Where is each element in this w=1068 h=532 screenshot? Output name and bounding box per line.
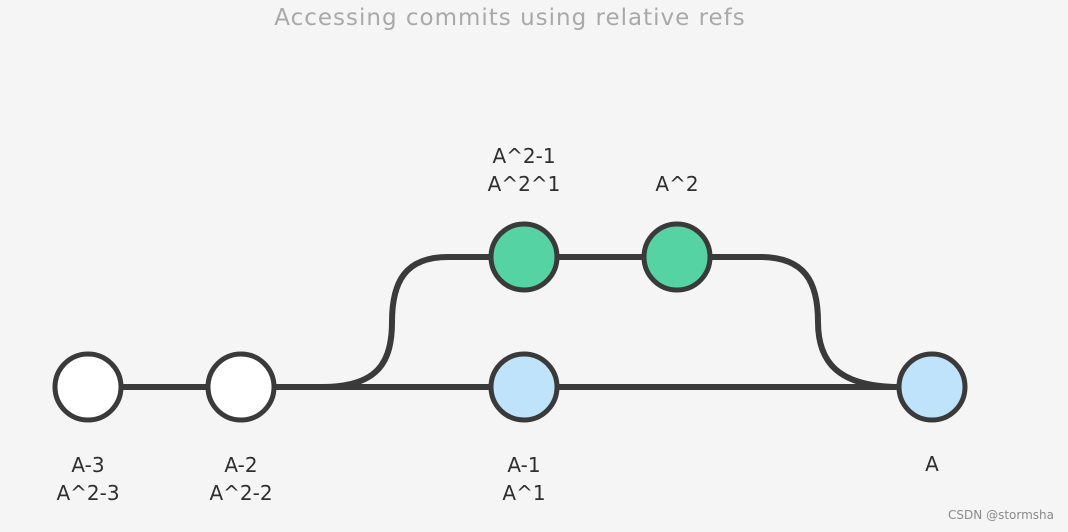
label-a-1: A-1 A^1 — [502, 453, 546, 505]
commit-node-a-1 — [488, 351, 560, 423]
commit-node-a — [896, 351, 968, 423]
side-branch-line — [276, 254, 901, 390]
label-a-2-1: A^2-1 A^2^1 — [487, 144, 561, 196]
commit-node-a-caret-2 — [641, 221, 713, 293]
commit-node-a-2-1 — [488, 221, 560, 293]
diagram-title: Accessing commits using relative refs — [274, 5, 746, 31]
commit-node-a-3 — [52, 351, 124, 423]
watermark: CSDN @stormsha — [948, 508, 1054, 522]
label-a-3: A-3 A^2-3 — [56, 453, 120, 505]
label-a-2: A-2 A^2-2 — [209, 453, 273, 505]
label-a-caret-2: A^2 — [655, 172, 699, 196]
label-a: A — [925, 452, 939, 476]
commit-node-a-2 — [205, 351, 277, 423]
